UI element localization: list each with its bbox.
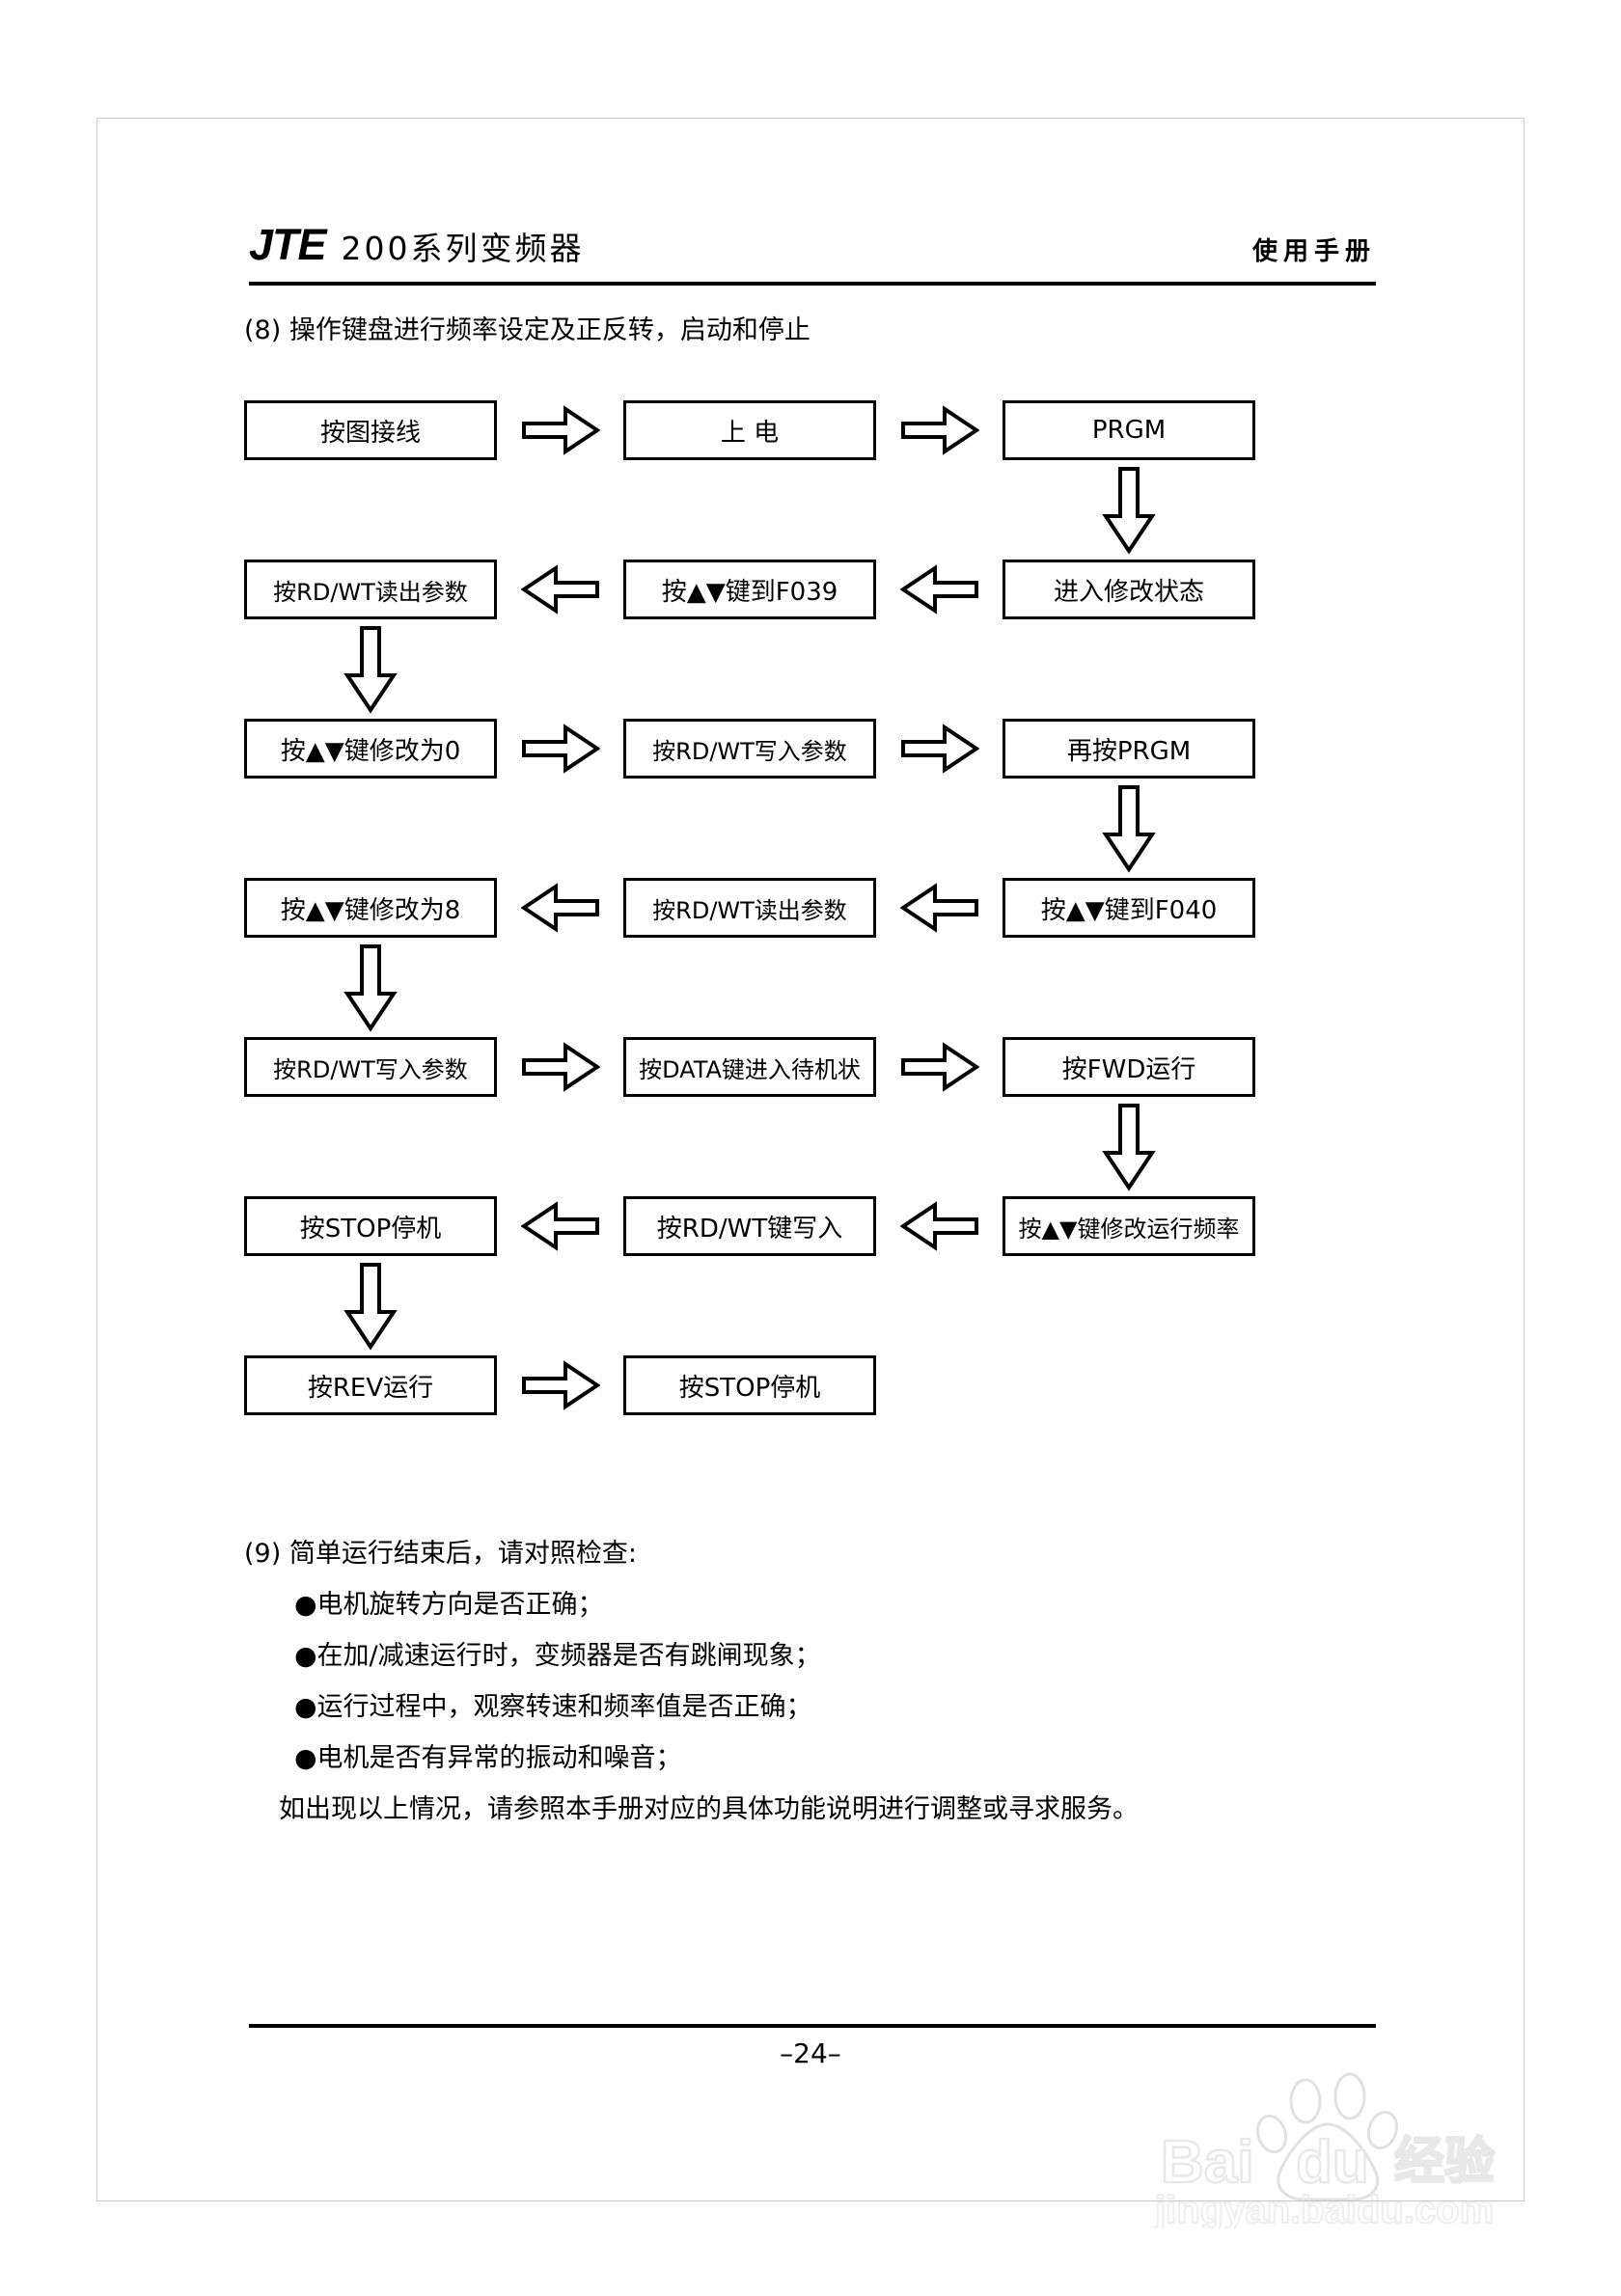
product-series: 200系列变频器 bbox=[341, 230, 585, 267]
flowchart-step: 按RD/WT读出参数 bbox=[244, 560, 497, 619]
flowchart-step: 按RD/WT键写入 bbox=[623, 1196, 876, 1256]
flowchart-step: 按▲▼键到F039 bbox=[623, 560, 876, 619]
section-9-bullet: ●电机旋转方向是否正确； bbox=[294, 1590, 604, 1620]
flowchart-step: 按▲▼键修改运行频率 bbox=[1003, 1196, 1255, 1256]
footer-divider bbox=[249, 2024, 1376, 2028]
flowchart-step: 按▲▼键修改为8 bbox=[244, 878, 497, 938]
svg-text:经验: 经验 bbox=[1394, 2133, 1495, 2191]
svg-text:du: du bbox=[1296, 2129, 1369, 2196]
flowchart-step: PRGM bbox=[1003, 400, 1255, 460]
flowchart-step: 上 电 bbox=[623, 400, 876, 460]
section-8-title: (8) 操作键盘进行频率设定及正反转，启动和停止 bbox=[244, 315, 810, 345]
arrow-left-icon bbox=[520, 1201, 600, 1251]
page-border bbox=[96, 118, 1525, 2201]
flowchart-step: 按RD/WT写入参数 bbox=[623, 719, 876, 779]
arrow-down-icon bbox=[343, 943, 398, 1032]
arrow-right-icon bbox=[521, 1042, 600, 1092]
arrow-left-icon bbox=[520, 883, 600, 933]
header-manual-label: 使用手册 bbox=[1251, 237, 1376, 266]
flowchart-step: 按RD/WT写入参数 bbox=[244, 1037, 497, 1097]
svg-text:Bai: Bai bbox=[1161, 2129, 1253, 2196]
section-9-bullet: ●电机是否有异常的振动和噪音； bbox=[294, 1743, 682, 1773]
flowchart-step: 按图接线 bbox=[244, 400, 497, 460]
arrow-left-icon bbox=[899, 1201, 979, 1251]
arrow-right-icon bbox=[900, 724, 979, 774]
baidu-logo-icon: Bai du 经验 jingyan.baidu.com bbox=[1153, 2072, 1496, 2232]
arrow-right-icon bbox=[521, 724, 600, 774]
arrow-left-icon bbox=[899, 883, 979, 933]
arrow-right-icon bbox=[900, 405, 979, 455]
arrow-down-icon bbox=[1102, 784, 1156, 873]
flowchart-step: 按REV运行 bbox=[244, 1355, 497, 1415]
flowchart-step: 按STOP停机 bbox=[244, 1196, 497, 1256]
flowchart-step: 按▲▼键到F040 bbox=[1003, 878, 1255, 938]
brand-block: JTE 200系列变频器 bbox=[249, 220, 585, 270]
arrow-right-icon bbox=[900, 1042, 979, 1092]
arrow-down-icon bbox=[1102, 466, 1156, 555]
arrow-down-icon bbox=[343, 625, 398, 714]
flowchart-step: 按DATA键进入待机状 bbox=[623, 1037, 876, 1097]
flowchart-step: 进入修改状态 bbox=[1003, 560, 1255, 619]
flowchart-step: 按STOP停机 bbox=[623, 1355, 876, 1415]
flowchart-step: 按▲▼键修改为0 bbox=[244, 719, 497, 779]
flowchart-step: 按FWD运行 bbox=[1003, 1037, 1255, 1097]
brand-name: JTE bbox=[249, 220, 327, 269]
section-9-closing: 如出现以上情况，请参照本手册对应的具体功能说明进行调整或寻求服务。 bbox=[279, 1794, 1139, 1824]
section-9-title: (9) 简单运行结束后，请对照检查: bbox=[244, 1539, 637, 1569]
page-number: –24– bbox=[780, 2037, 841, 2069]
baidu-watermark: Bai du 经验 jingyan.baidu.com bbox=[1134, 2064, 1539, 2232]
watermark-url: jingyan.baidu.com bbox=[1154, 2189, 1494, 2228]
section-9-bullet: ●运行过程中，观察转速和频率值是否正确； bbox=[294, 1692, 812, 1722]
section-9: (9) 简单运行结束后，请对照检查: ●电机旋转方向是否正确； ●在加/减速运行时，… bbox=[244, 1532, 1383, 1825]
header-divider bbox=[249, 282, 1376, 286]
flowchart-step: 按RD/WT读出参数 bbox=[623, 878, 876, 938]
arrow-down-icon bbox=[1102, 1103, 1156, 1191]
section-9-bullet: ●在加/减速运行时，变频器是否有跳闸现象； bbox=[294, 1641, 821, 1671]
arrow-down-icon bbox=[343, 1262, 398, 1351]
document-header: JTE 200系列变频器 使用手册 bbox=[249, 220, 1376, 280]
flowchart-step: 再按PRGM bbox=[1003, 719, 1255, 779]
arrow-right-icon bbox=[521, 1360, 600, 1410]
arrow-left-icon bbox=[899, 564, 979, 615]
arrow-left-icon bbox=[520, 564, 600, 615]
arrow-right-icon bbox=[521, 405, 600, 455]
